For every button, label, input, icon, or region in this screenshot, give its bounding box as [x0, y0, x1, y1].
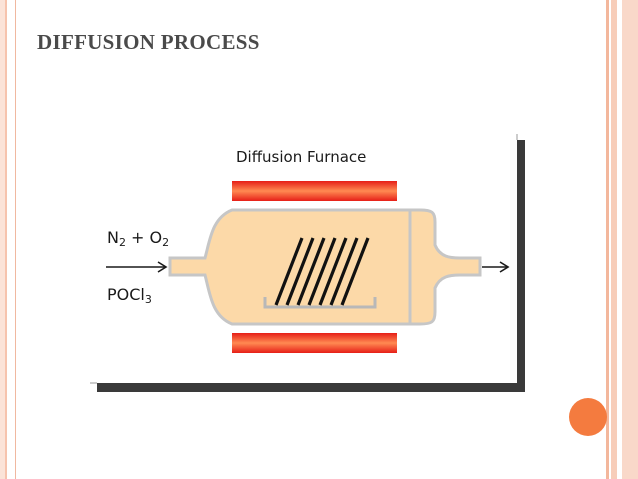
wafer-boat [263, 297, 377, 309]
slide-title: DIFFUSION PROCESS [37, 30, 260, 54]
wafer [285, 237, 315, 306]
wafer [340, 237, 370, 306]
right-decorative-border [606, 0, 638, 479]
furnace-label: Diffusion Furnace [236, 148, 366, 166]
inlet-gas-label-1: N2 + O2 [107, 228, 169, 249]
arrow-right-icon [482, 261, 510, 273]
top-heater-element [232, 181, 397, 201]
bottom-heater-element [232, 333, 397, 353]
diagram-shadow-frame [90, 134, 525, 392]
wafer [307, 237, 337, 306]
inlet-gas-label-2: POCl3 [107, 285, 152, 306]
arrow-right-icon [106, 261, 168, 273]
wafer [318, 237, 348, 306]
wafer [274, 237, 304, 306]
decorative-orange-dot [569, 398, 607, 436]
wafer-stack [274, 237, 370, 306]
wafer [296, 237, 326, 306]
wafer [329, 237, 359, 306]
left-decorative-border [0, 0, 18, 479]
